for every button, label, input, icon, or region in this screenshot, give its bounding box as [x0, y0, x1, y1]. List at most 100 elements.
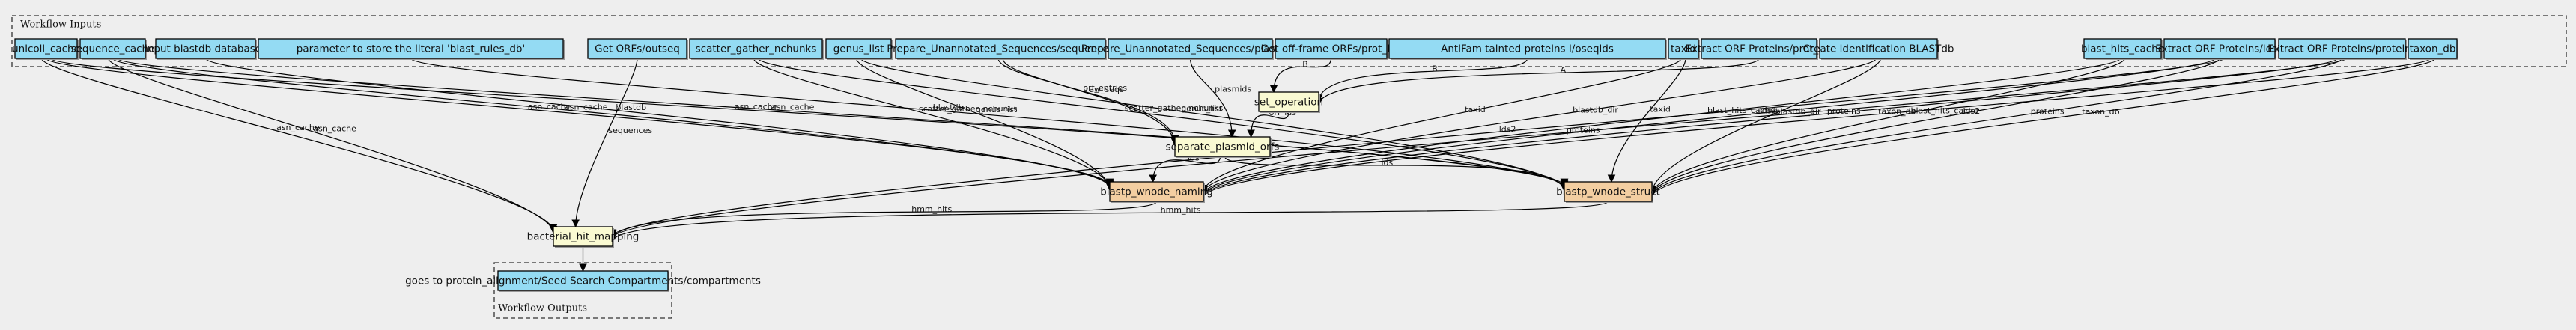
node-box[interactable] — [1819, 38, 1938, 59]
edge-label: ids — [1382, 158, 1394, 168]
edge-blast-rules-db-to-blastp-wnode-struct — [410, 58, 1569, 189]
edge-label: raw_seqs — [1086, 85, 1124, 94]
edge-nchunks-to-blastp-wnode-naming — [753, 58, 1114, 190]
edge-label: lds2 — [1760, 106, 1777, 116]
edge-proteins-to-blastp-wnode-naming — [1199, 58, 2339, 198]
input-node-create-blastdb[interactable]: Create identification BLASTdb — [1802, 38, 1954, 60]
step-node-bacterial-hit-mapping[interactable]: bacterial_hit_mapping — [527, 226, 640, 248]
edge-sequence-cache-to-bacterial-hit-mapping — [107, 58, 558, 234]
edge-set-operation-to-separate-plasmid-orfs — [1247, 111, 1289, 138]
edge-label: taxid — [1650, 104, 1671, 114]
node-label: parameter to store the literal 'blast_ru… — [297, 43, 525, 55]
node-label: scatter_gather_nchunks — [696, 43, 817, 55]
node-label: Prepare_Unannotated_Sequences/sequences — [887, 43, 1114, 55]
node-box[interactable] — [2408, 38, 2458, 59]
edge-label: asn_cache — [735, 102, 778, 111]
input-node-taxid[interactable]: taxid — [1668, 38, 1700, 60]
edge-lds2-to-blastp-wnode-struct — [1647, 58, 2220, 196]
node-label: Extract ORF Proteins/proteins — [2267, 43, 2416, 55]
edge-proteins-to-blastp-wnode-struct — [1647, 58, 2343, 198]
input-node-proteins[interactable]: Extract ORF Proteins/proteins — [2267, 38, 2416, 60]
edge-taxon-db-to-blastp-wnode-naming — [1199, 58, 2431, 198]
edge-antifam-to-set-operation — [1314, 58, 1528, 103]
edge-label: proteins — [1567, 125, 1600, 135]
input-node-seqs[interactable]: Prepare_Unannotated_Sequences/sequences — [887, 38, 1114, 60]
edge-label: lds2 — [1963, 106, 1980, 116]
node-box[interactable] — [14, 38, 78, 59]
input-node-unicoll-cache[interactable]: unicoll_cache — [12, 38, 80, 60]
node-label: Get off-frame ORFs/prot_ids — [1261, 43, 1402, 55]
input-node-lds2[interactable]: Extract ORF Proteins/lds2 — [2155, 38, 2284, 60]
input-node-blastdb[interactable]: Input blastdb databases — [145, 38, 267, 60]
node-label: sequence_cache — [71, 43, 155, 55]
edge-label: blast_hits_cache — [1707, 106, 1775, 115]
node-label: Extract ORF Proteins/lds2 — [2155, 43, 2284, 55]
input-node-plasmids[interactable]: Prepare_Unannotated_Sequences/plasmids — [1081, 38, 1299, 60]
input-node-nchunks[interactable]: scatter_gather_nchunks — [689, 38, 824, 60]
edge-label: B — [1302, 59, 1308, 69]
node-box[interactable] — [689, 38, 823, 59]
node-box[interactable] — [1109, 181, 1204, 202]
edge-blast-hits-cache-to-blastp-wnode-naming — [1199, 58, 2121, 195]
input-node-blast-rules-db[interactable]: parameter to store the literal 'blast_ru… — [258, 38, 565, 60]
edge-label: asn_cache — [313, 123, 356, 133]
node-box[interactable] — [1701, 38, 1817, 59]
input-node-offframe[interactable]: Get off-frame ORFs/prot_ids — [1261, 38, 1402, 60]
edge-seqs-to-separate-plasmid-orfs — [997, 58, 1179, 144]
edge-blastdb-to-blastp-wnode-naming — [204, 58, 1114, 189]
step-node-separate-plasmid-orfs[interactable]: separate_plasmid_orfs — [1166, 136, 1280, 158]
node-label: Extract ORF Proteins/prot_ids — [1685, 43, 1832, 55]
node-box[interactable] — [79, 38, 146, 59]
node-box[interactable] — [587, 38, 687, 59]
node-box[interactable] — [1275, 38, 1388, 59]
input-node-sequence-cache[interactable]: sequence_cache — [71, 38, 155, 60]
node-box[interactable] — [1174, 136, 1271, 157]
node-box[interactable] — [1564, 181, 1653, 202]
edge-label: blastdb — [933, 103, 964, 112]
node-box[interactable] — [497, 270, 669, 291]
node-box[interactable] — [155, 38, 256, 59]
input-node-genus-list[interactable]: genus_list — [825, 38, 893, 60]
node-label: goes to protein_alignment/Seed Search Co… — [405, 275, 761, 287]
node-box[interactable] — [553, 226, 613, 247]
edge-blastp-wnode-struct-to-bacterial-hit-mapping — [608, 201, 1609, 242]
edge-label: plasmids — [1215, 84, 1251, 94]
node-box[interactable] — [1668, 38, 1699, 59]
edge-label: proteins — [2031, 106, 2065, 116]
node-box[interactable] — [2278, 38, 2406, 59]
edge-label: blastdb — [616, 103, 646, 112]
edge-label: taxon_db — [2082, 107, 2119, 117]
input-node-taxon-db[interactable]: taxon_db — [2408, 38, 2458, 60]
node-box[interactable] — [1108, 38, 1273, 59]
edge-outseq-to-bacterial-hit-mapping — [571, 58, 638, 228]
node-label: Create identification BLASTdb — [1802, 43, 1954, 55]
step-node-blastp-wnode-naming[interactable]: blastp_wnode_naming — [1100, 181, 1213, 203]
edge-sequence-cache-to-blastp-wnode-struct — [116, 58, 1569, 188]
node-box[interactable] — [1258, 91, 1319, 112]
input-node-outseq[interactable]: Get ORFs/outseq — [587, 38, 688, 60]
node-box[interactable] — [825, 38, 892, 59]
edge-label: taxon_db — [1878, 107, 1916, 117]
input-node-antifam[interactable]: AntiFam tainted proteins I/oseqids — [1388, 38, 1667, 60]
node-box[interactable] — [258, 38, 564, 59]
node-label: blastp_wnode_naming — [1100, 186, 1213, 198]
edge-offframe-to-set-operation — [1269, 58, 1332, 94]
node-label: taxon_db — [2410, 43, 2456, 55]
step-node-set-operation[interactable]: set_operation — [1254, 91, 1323, 113]
node-label: separate_plasmid_orfs — [1166, 141, 1280, 153]
node-label: Prepare_Unannotated_Sequences/plasmids — [1081, 43, 1299, 55]
node-box[interactable] — [895, 38, 1106, 59]
input-node-blast-hits-cache[interactable]: blast_hits_cache — [2081, 38, 2164, 60]
edge-genus-list-to-blastp-wnode-struct — [860, 58, 1569, 192]
output-node-compartments[interactable]: goes to protein_alignment/Seed Search Co… — [405, 270, 761, 292]
edge-lds2-to-blastp-wnode-naming — [1199, 58, 2216, 196]
edge-label: lds2 — [1499, 124, 1516, 134]
node-box[interactable] — [2083, 38, 2162, 59]
edge-label: asn_cache — [771, 102, 815, 111]
node-box[interactable] — [1388, 38, 1666, 59]
node-box[interactable] — [2163, 38, 2276, 59]
workflow-inputs-cluster: Workflow Inputs — [11, 15, 2567, 67]
step-node-blastp-wnode-struct[interactable]: blastp_wnode_struct — [1556, 181, 1660, 203]
input-node-orf-prot-ids[interactable]: Extract ORF Proteins/prot_ids — [1685, 38, 1833, 60]
